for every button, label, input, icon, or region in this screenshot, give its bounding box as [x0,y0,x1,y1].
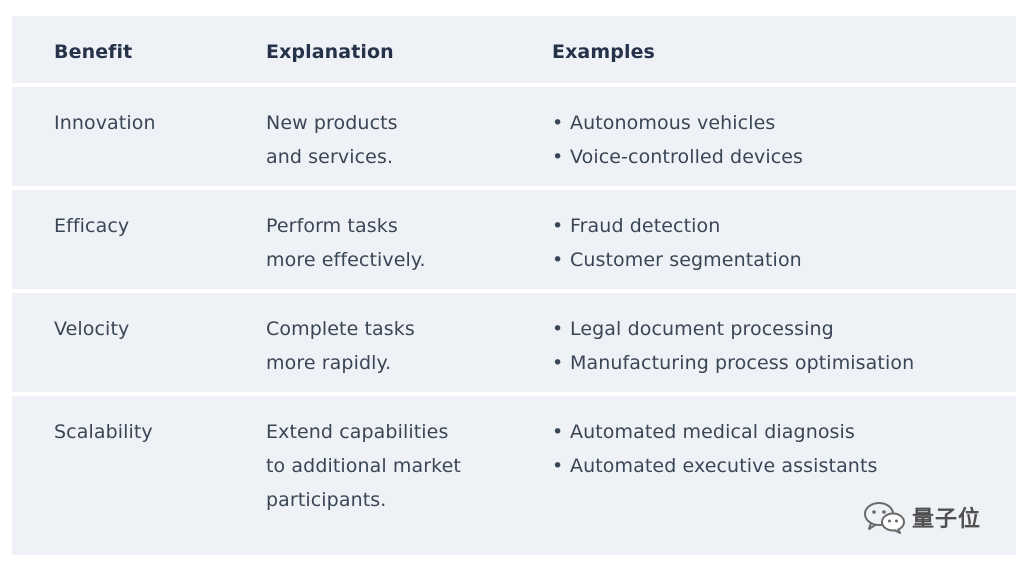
examples-cell: • Legal document processing • Manufacturin… [552,312,914,380]
bullet: • [552,215,564,237]
benefits-table: Benefit Explanation Examples Innovation … [12,16,1016,555]
bullet: • [552,249,564,271]
example-text: Legal document processing [570,318,834,340]
header-benefit: Benefit [54,41,133,63]
examples-list: • Autonomous vehicles • Voice-controlled d… [552,106,803,174]
table-row: Efficacy Perform tasks more effectively.… [12,190,1016,289]
explanation-line: participants. [266,489,387,511]
bullet: • [552,146,564,168]
bullet: • [552,455,564,477]
example-text: Fraud detection [570,215,721,237]
examples-cell: • Autonomous vehicles • Voice-controlled d… [552,106,803,174]
example-text: Customer segmentation [570,249,802,271]
explanation-line: Complete tasks [266,318,415,340]
bullet: • [552,352,564,374]
table-row: Scalability Extend capabilities to addit… [12,396,1016,555]
header-examples: Examples [552,41,655,63]
explanation-line: New products [266,112,398,134]
examples-list: • Automated medical diagnosis • Automated … [552,415,878,483]
benefit-cell: Efficacy [54,215,130,237]
example-item: • Manufacturing process optimisation [552,346,914,380]
explanation-cell: Complete tasks more rapidly. [266,312,415,380]
example-text: Manufacturing process optimisation [570,352,915,374]
explanation-cell: Extend capabilities to additional market… [266,415,461,517]
explanation-line: more effectively. [266,249,426,271]
benefit-cell: Scalability [54,421,153,443]
example-text: Automated medical diagnosis [570,421,855,443]
explanation-cell: New products and services. [266,106,398,174]
header-explanation: Explanation [266,41,394,63]
bullet: • [552,421,564,443]
example-item: • Fraud detection [552,209,802,243]
example-item: • Automated medical diagnosis [552,415,878,449]
explanation-line: Extend capabilities [266,421,449,443]
example-text: Autonomous vehicles [570,112,776,134]
bullet: • [552,318,564,340]
watermark: 量子位 [862,497,981,537]
explanation-line: Perform tasks [266,215,398,237]
example-item: • Legal document processing [552,312,914,346]
table-row: Velocity Complete tasks more rapidly. • L… [12,293,1016,392]
table-row: Innovation New products and services. • A… [12,87,1016,186]
explanation-line: and services. [266,146,394,168]
example-item: • Voice-controlled devices [552,140,803,174]
examples-list: • Legal document processing • Manufacturin… [552,312,914,380]
examples-cell: • Fraud detection • Customer segmentation [552,209,802,277]
example-text: Automated executive assistants [570,455,878,477]
examples-list: • Fraud detection • Customer segmentation [552,209,802,277]
bullet: • [552,112,564,134]
benefit-cell: Velocity [54,318,130,340]
benefit-cell: Innovation [54,112,156,134]
example-item: • Customer segmentation [552,243,802,277]
example-text: Voice-controlled devices [570,146,804,168]
explanation-cell: Perform tasks more effectively. [266,209,426,277]
watermark-text: 量子位 [912,507,982,532]
explanation-line: to additional market [266,455,461,477]
example-item: • Autonomous vehicles [552,106,803,140]
example-item: • Automated executive assistants [552,449,878,483]
wechat-icon [862,500,906,534]
table-header-row: Benefit Explanation Examples [12,16,1016,83]
explanation-line: more rapidly. [266,352,392,374]
examples-cell: • Automated medical diagnosis • Automated … [552,415,878,483]
